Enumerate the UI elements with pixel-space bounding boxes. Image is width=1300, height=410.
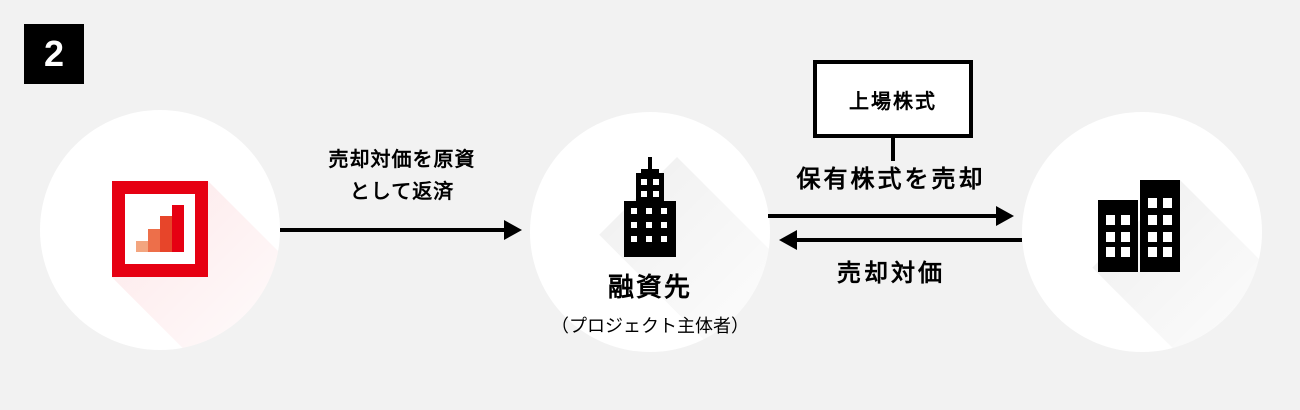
listed-stock-box: 上場株式 bbox=[813, 60, 973, 138]
sell-shares-arrow bbox=[768, 214, 996, 218]
sale-proceeds-arrowhead-icon bbox=[779, 230, 797, 250]
repayment-arrowhead-icon bbox=[504, 220, 522, 240]
sell-shares-label: 保有株式を売却 bbox=[796, 166, 986, 193]
stock-box-connector bbox=[891, 138, 895, 161]
buyer-node bbox=[1022, 112, 1262, 352]
sell-shares-arrowhead-icon bbox=[996, 206, 1014, 226]
borrower-sublabel: （プロジェクト主体者） bbox=[551, 316, 749, 336]
logo-bar-2 bbox=[148, 229, 160, 252]
step-number-badge: 2 bbox=[24, 24, 84, 84]
repayment-label-line2: として返済 bbox=[349, 181, 455, 203]
office-building-icon bbox=[624, 157, 676, 257]
borrower-label: 融資先 bbox=[607, 272, 692, 302]
sale-proceeds-arrow bbox=[797, 238, 1022, 242]
repayment-label: 売却対価を原資 として返済 bbox=[280, 144, 524, 208]
logo-bar-1 bbox=[136, 241, 148, 252]
borrower-node bbox=[530, 112, 770, 352]
office-buildings-icon bbox=[1098, 180, 1180, 272]
logo-bar-4 bbox=[172, 205, 184, 252]
bar-chart-logo-icon bbox=[112, 181, 208, 277]
lender-node bbox=[40, 110, 280, 350]
repayment-arrow bbox=[280, 228, 504, 232]
listed-stock-label: 上場株式 bbox=[849, 90, 937, 113]
logo-bar-3 bbox=[160, 216, 172, 252]
repayment-label-line1: 売却対価を原資 bbox=[328, 149, 476, 171]
sale-proceeds-label: 売却対価 bbox=[837, 260, 945, 287]
